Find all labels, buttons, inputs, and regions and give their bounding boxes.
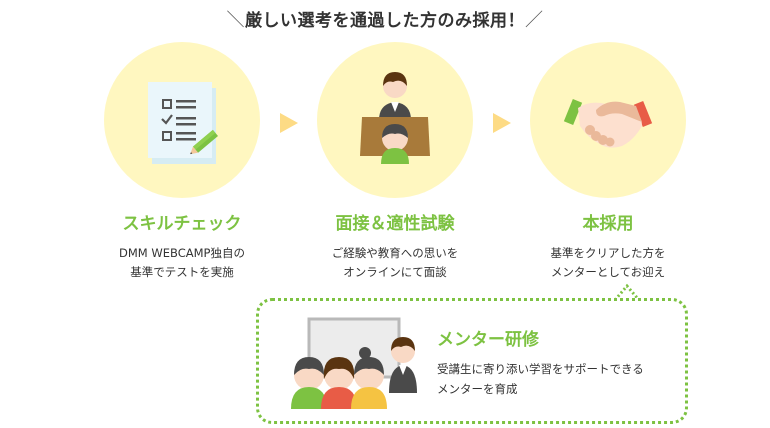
step-hiring: 本採用 基準をクリアした方を メンターとしてお迎え xyxy=(508,42,708,282)
step-interview: 面接＆適性試験 ご経験や教育への思いを オンラインにて面談 xyxy=(295,42,495,282)
step-description-line: ご経験や教育への思いを xyxy=(331,246,459,260)
step-description-line: 基準をクリアした方を xyxy=(550,246,666,260)
arrow-right-icon xyxy=(493,113,511,133)
step-description-line: メンターとしてお迎え xyxy=(550,265,666,279)
step-title: スキルチェック xyxy=(122,214,242,234)
step-description-line: 基準でテストを実施 xyxy=(130,265,234,279)
step-description: 基準をクリアした方を メンターとしてお迎え xyxy=(508,244,708,282)
step-title: 面接＆適性試験 xyxy=(335,214,455,234)
step-description-line: オンラインにて面談 xyxy=(343,265,447,279)
headline-right-slash: ／ xyxy=(525,10,544,31)
mentor-description-line: メンターを育成 xyxy=(437,382,518,396)
headline-text: 厳しい選考を通過した方のみ採用！ xyxy=(245,11,525,31)
classroom-icon xyxy=(291,317,417,409)
step-circle xyxy=(104,42,260,198)
step-description: DMM WEBCAMP独自の 基準でテストを実施 xyxy=(82,244,282,282)
step-title: 本採用 xyxy=(582,214,634,234)
mentor-description: 受講生に寄り添い学習をサポートできる メンターを育成 xyxy=(437,359,644,399)
step-description-line: DMM WEBCAMP独自の xyxy=(119,246,245,260)
arrow-right-icon xyxy=(280,113,298,133)
handshake-icon xyxy=(563,99,653,148)
step-circle xyxy=(530,42,686,198)
step-circle xyxy=(317,42,473,198)
mentor-title: メンター研修 xyxy=(437,330,539,350)
mentor-description-line: 受講生に寄り添い学習をサポートできる xyxy=(437,362,644,376)
mentor-training-callout: メンター研修 受講生に寄り添い学習をサポートできる メンターを育成 xyxy=(256,298,688,424)
headline: ＼厳しい選考を通過した方のみ採用！／ xyxy=(0,6,770,32)
interview-icon xyxy=(360,72,430,164)
step-skill-check: スキルチェック DMM WEBCAMP独自の 基準でテストを実施 xyxy=(82,42,282,282)
checklist-icon xyxy=(148,82,218,164)
headline-left-slash: ＼ xyxy=(226,10,245,31)
step-description: ご経験や教育への思いを オンラインにて面談 xyxy=(295,244,495,282)
